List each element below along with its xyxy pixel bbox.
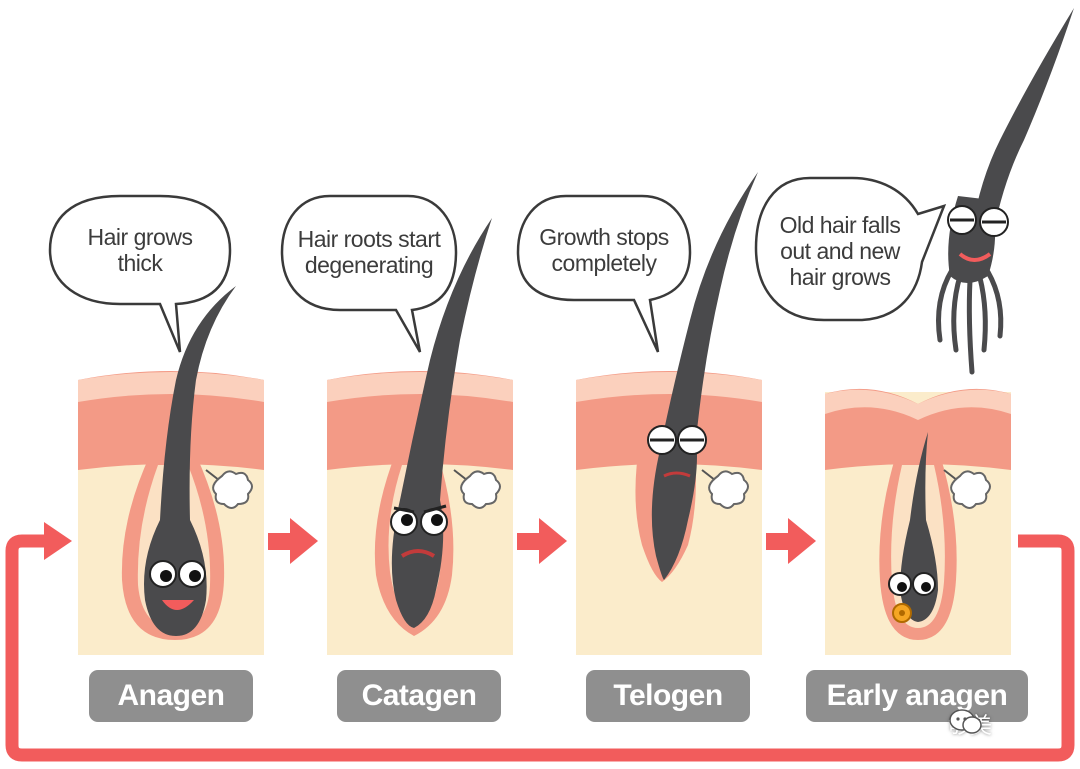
chat-bubble-icon: [949, 709, 982, 734]
falling-old-hair-character: [936, 8, 1074, 375]
bubble-text-catagen: Hair roots start degenerating: [297, 226, 441, 278]
watermark: 够美: [948, 708, 992, 740]
stage-label-telogen: Telogen: [586, 670, 750, 722]
speech-bubble-2: [280, 194, 458, 353]
speech-bubble-3: [516, 194, 692, 353]
speech-bubble-4: [754, 176, 947, 322]
step-arrow-3: [766, 518, 816, 564]
bubble-text-early-anagen: Old hair falls out and new hair grows: [779, 212, 901, 290]
stage-label-anagen: Anagen: [89, 670, 253, 722]
speech-bubble-1: [48, 194, 232, 353]
bubble-text-anagen: Hair grows thick: [87, 224, 193, 276]
anagen-hair-character: [144, 286, 253, 636]
cycle-return-arrow: [5, 522, 1075, 762]
early-anagen-hair-character: [888, 432, 991, 623]
stage-label-catagen: Catagen: [337, 670, 501, 722]
catagen-hair-character: [390, 218, 501, 628]
bubble-text-telogen: Growth stops completely: [539, 224, 669, 276]
telogen-hair-character: [647, 172, 758, 580]
stage-label-early-anagen: Early anagen: [806, 670, 1028, 722]
step-arrow-2: [517, 518, 567, 564]
step-arrow-1: [268, 518, 318, 564]
